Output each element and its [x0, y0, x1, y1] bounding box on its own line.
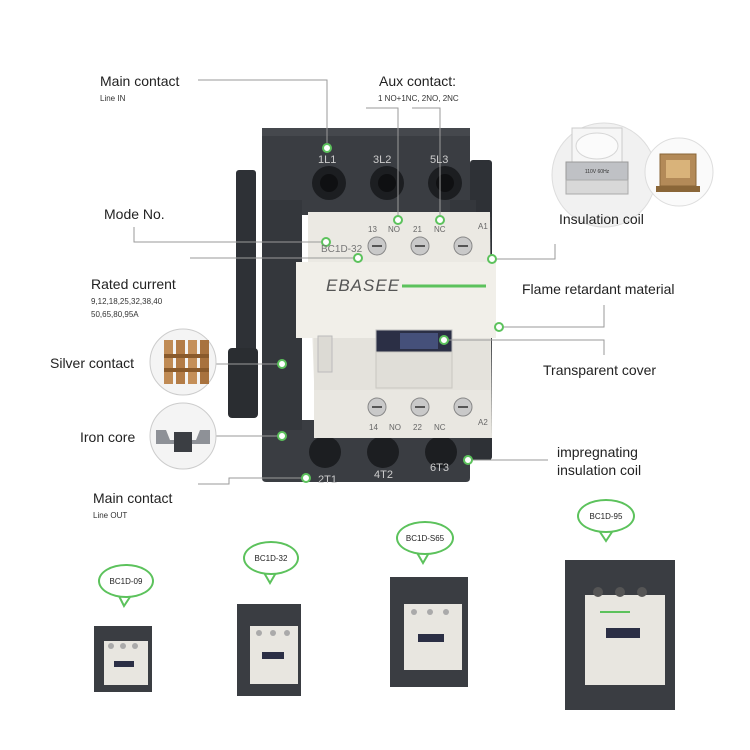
variant-image-3: [390, 577, 468, 687]
terminal-top-1: 1L1: [318, 154, 337, 166]
label-line-out: Line OUT: [93, 511, 128, 520]
device-brand-logo: EBASEE: [326, 276, 401, 295]
label-rated-current: Rated current: [91, 276, 176, 292]
variant-tag-3: BC1D-S65: [396, 521, 454, 555]
iron-core-image: [149, 402, 217, 470]
aux-bottom-nc: NC: [434, 423, 446, 432]
aux-bottom-14: 14: [369, 423, 378, 432]
label-line-in: Line IN: [100, 94, 126, 103]
label-main-contact-out: Main contact: [93, 490, 173, 506]
aux-top-a1: A1: [478, 222, 488, 231]
aux-top-no: NO: [388, 225, 400, 234]
insulation-coil-image: 110V 60Hz: [551, 122, 714, 228]
aux-top-nc: NC: [434, 225, 446, 234]
variant-image-1: [94, 626, 152, 692]
variant-tag-1: BC1D-09: [98, 564, 154, 598]
label-impregnating: impregnating: [557, 444, 638, 460]
leader-lines: [133, 79, 605, 485]
device-model: BC1D-32: [321, 244, 363, 255]
terminal-bottom-2: 4T2: [374, 469, 393, 481]
terminal-bottom-3: 6T3: [430, 462, 449, 474]
label-aux-contact: Aux contact:: [379, 73, 457, 89]
aux-bottom-22: 22: [413, 423, 422, 432]
silver-contact-image: [149, 328, 217, 396]
label-aux-options: 1 NO+1NC, 2NO, 2NC: [378, 94, 459, 103]
variant-image-4: [565, 560, 675, 710]
terminal-top-2: 3L2: [373, 154, 392, 166]
aux-bottom-no: NO: [389, 423, 401, 432]
aux-bottom-a2: A2: [478, 418, 488, 427]
label-main-contact-in: Main contact: [100, 73, 180, 89]
terminal-bottom-1: 2T1: [318, 474, 337, 486]
label-flame-retardant: Flame retardant material: [522, 281, 675, 297]
aux-top-13: 13: [368, 225, 377, 234]
label-rated-values-1: 9,12,18,25,32,38,40: [91, 297, 163, 306]
label-transparent-cover: Transparent cover: [543, 362, 657, 378]
coil-text: 110V 60Hz: [585, 169, 610, 175]
main-contactor: [228, 128, 496, 482]
variant-tag-2: BC1D-32: [243, 541, 299, 575]
label-silver-contact: Silver contact: [50, 355, 135, 371]
label-rated-values-2: 50,65,80,95A: [91, 310, 139, 319]
variant-image-2: [237, 604, 301, 696]
variant-tags-tails: [117, 528, 615, 608]
callout-dots: [277, 143, 504, 483]
label-mode-no: Mode No.: [104, 206, 165, 222]
terminal-top-3: 5L3: [430, 154, 449, 166]
variant-tag-4: BC1D-95: [577, 499, 635, 533]
aux-top-21: 21: [413, 225, 422, 234]
label-iron-core: Iron core: [80, 429, 136, 445]
label-insulation-coil: Insulation coil: [559, 211, 644, 227]
label-insulation-coil-2: insulation coil: [557, 462, 642, 478]
